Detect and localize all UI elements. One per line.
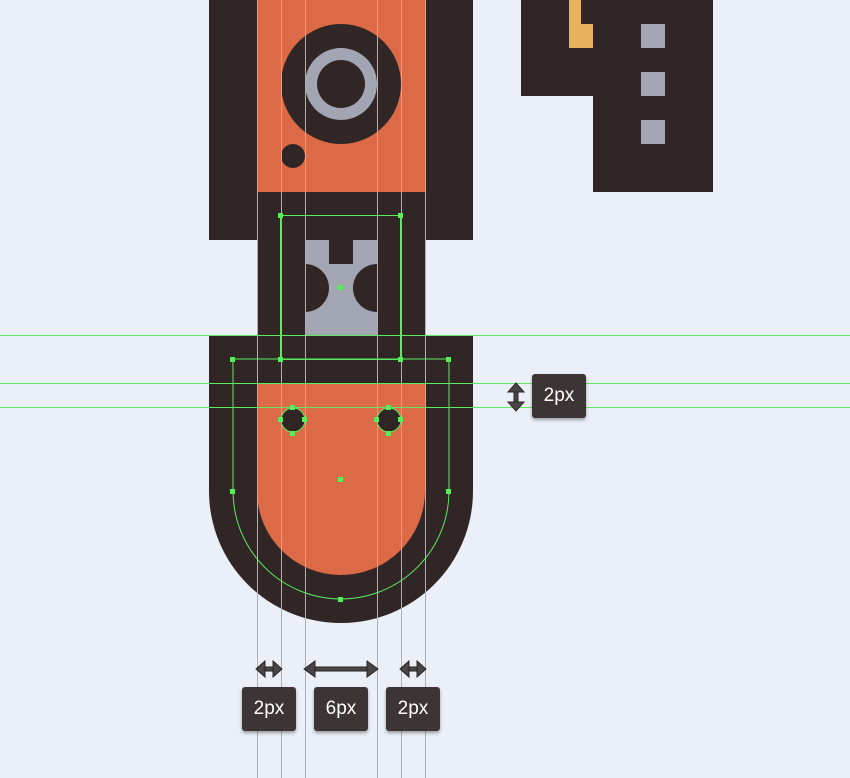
vertical-gap-tooltip: 2px: [532, 374, 586, 418]
small-dot: [281, 144, 305, 168]
horizontal-measure-arrow-icon-right: [399, 659, 427, 679]
neck-plate-notch: [329, 240, 353, 264]
right-gap-tooltip: 2px: [386, 687, 440, 731]
anchor-points: [230, 213, 451, 602]
middle-gap-tooltip: 6px: [314, 687, 368, 731]
left-gap-tooltip: 2px: [242, 687, 296, 731]
lower-body-selection-path: [232, 358, 450, 600]
grey-indicator-3: [641, 120, 665, 144]
speaker-center: [317, 60, 365, 108]
grey-indicator-1: [641, 24, 665, 48]
vertical-measure-arrow-icon: [506, 382, 526, 412]
horizontal-measure-arrow-icon-left: [255, 659, 283, 679]
horizontal-measure-arrow-icon-middle: [303, 660, 379, 678]
screw-centers: [290, 417, 392, 423]
grey-indicator-2: [641, 72, 665, 96]
gold-accent-horizontal: [569, 24, 593, 48]
